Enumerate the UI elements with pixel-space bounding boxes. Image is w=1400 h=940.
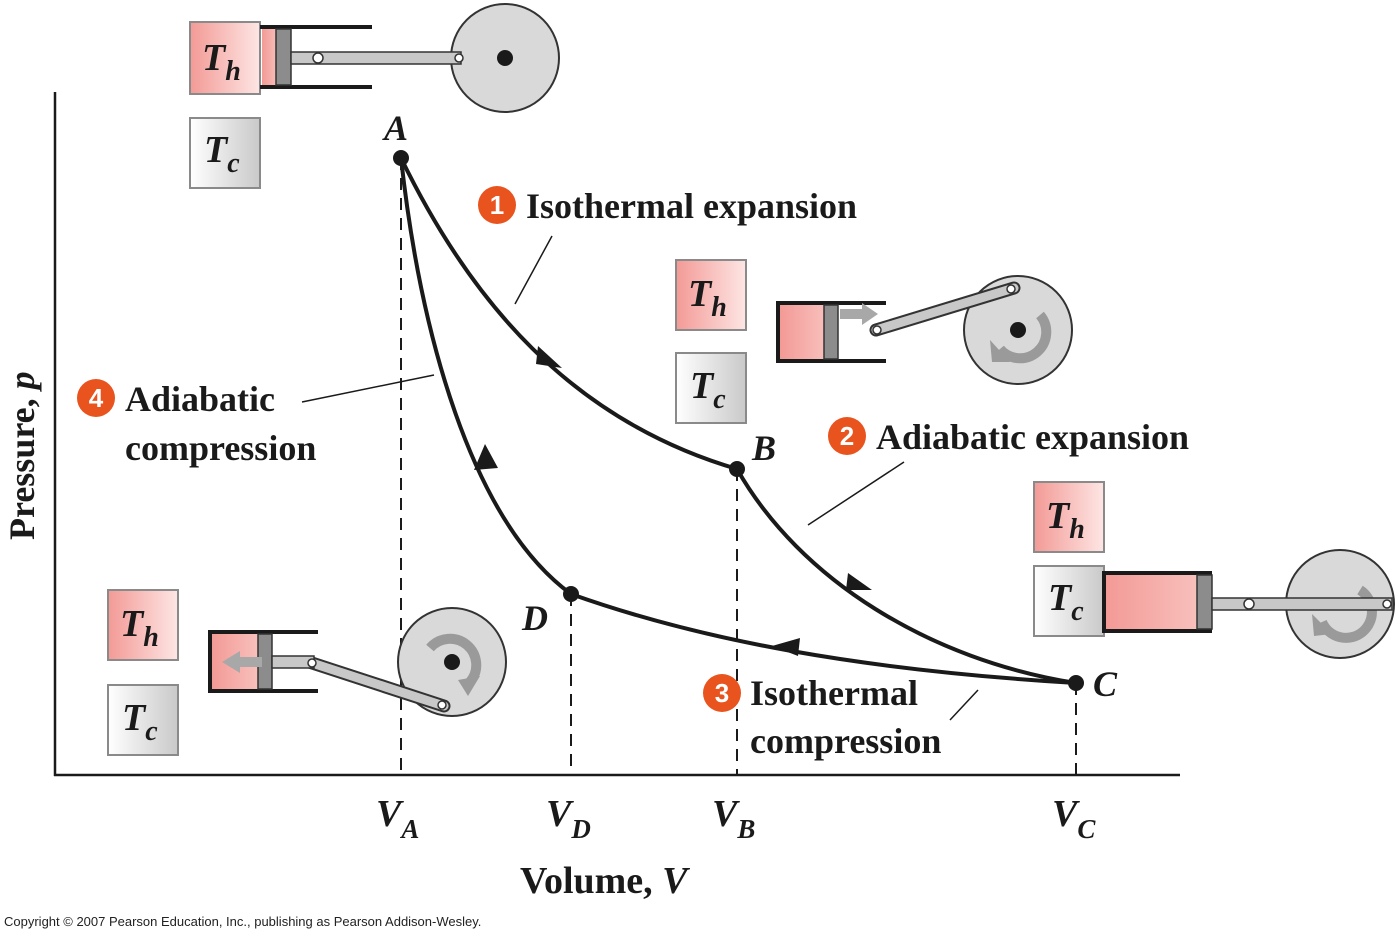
point-a-label: A — [382, 108, 408, 148]
step-4-label: 4 Adiabatic compression — [77, 374, 435, 468]
piston-pin-c — [1243, 598, 1255, 610]
step-2-number: 2 — [840, 421, 854, 451]
crank-pin-b — [1006, 284, 1016, 294]
connecting-rod-d-fill — [307, 658, 449, 711]
step-3-badge — [703, 674, 741, 712]
piston-b — [823, 304, 839, 360]
hot-reservoir-b-label: Th — [688, 273, 727, 323]
point-b — [729, 461, 745, 477]
connecting-rod-b-fill — [871, 283, 1019, 335]
tick-label-vc: VC — [1052, 793, 1096, 844]
engine-inset-d: Th Tc — [107, 589, 507, 756]
hot-reservoir-c-label: Th — [1046, 495, 1085, 545]
curve-d-to-a — [399, 157, 573, 596]
step-4-leader — [301, 374, 435, 403]
step-2-label: 2 Adiabatic expansion — [807, 417, 1189, 526]
step-3-text-line1: Isothermal — [750, 673, 918, 713]
piston-pin-b — [872, 325, 882, 335]
crank-pin-c — [1382, 599, 1392, 609]
hot-reservoir-b — [675, 259, 747, 331]
step-3-label: 3 Isothermal compression — [703, 673, 979, 761]
piston-c — [1196, 574, 1213, 630]
tick-label-vb: VB — [712, 793, 755, 844]
piston-pin-d — [307, 658, 317, 668]
y-axis-title: Pressure, p — [2, 371, 42, 540]
flywheel-hub-b — [1010, 322, 1026, 338]
crank-pin-a — [454, 53, 464, 63]
gas-b — [780, 305, 826, 359]
step-3-number: 3 — [715, 678, 729, 708]
x-axis-title: Volume, V — [520, 860, 690, 902]
arrow-d-to-a — [474, 444, 498, 470]
rotation-arrowhead-d — [458, 676, 480, 696]
tick-label-vd: VD — [546, 793, 591, 844]
curve-c-to-d — [570, 592, 1077, 685]
step-1-badge — [478, 186, 516, 224]
point-d — [563, 586, 579, 602]
arrow-a-to-b — [536, 346, 562, 368]
step-1-text: Isothermal expansion — [526, 186, 857, 226]
step-4-badge — [77, 379, 115, 417]
hot-reservoir-a-label: Th — [202, 37, 241, 87]
step-1-label: 1 Isothermal expansion — [478, 186, 857, 305]
step-1-leader — [514, 235, 553, 305]
rotation-arrow-icon-d — [426, 633, 482, 686]
point-d-label: D — [521, 598, 548, 638]
piston-pin-a — [312, 52, 324, 64]
step-3-text-line2: compression — [750, 721, 941, 761]
curve-b-to-c — [735, 468, 1077, 685]
point-b-label: B — [751, 428, 776, 468]
flywheel-hub-d — [444, 654, 460, 670]
step-2-leader — [807, 461, 905, 526]
gas-a — [262, 28, 278, 86]
step-1-number: 1 — [490, 190, 504, 220]
cold-reservoir-c-label: Tc — [1048, 577, 1084, 627]
step-4-text-line2: compression — [125, 428, 316, 468]
piston-a — [275, 28, 292, 86]
gas-c — [1106, 575, 1198, 629]
point-c-label: C — [1093, 664, 1118, 704]
crank-pin-d — [437, 700, 447, 710]
rotation-arrowhead-c — [1312, 614, 1332, 636]
cold-reservoir-c — [1033, 565, 1105, 637]
hot-reservoir-d-label: Th — [120, 603, 159, 653]
engine-inset-c: Th Tc — [1033, 481, 1395, 659]
step-4-number: 4 — [89, 383, 104, 413]
piston-rod-c — [1211, 597, 1393, 611]
hot-reservoir-a — [189, 21, 261, 95]
rotation-arrow-icon-b — [996, 311, 1052, 364]
cold-reservoir-b-label: Tc — [690, 365, 726, 415]
point-a — [393, 150, 409, 166]
step-2-badge — [828, 417, 866, 455]
rotation-arrowhead-b — [990, 340, 1010, 362]
cold-reservoir-d-label: Tc — [122, 697, 158, 747]
curve-a-to-b — [399, 157, 738, 471]
expansion-arrow-icon — [840, 303, 878, 325]
step-4-text-line1: Adiabatic — [125, 379, 275, 419]
arrow-c-to-d — [772, 638, 800, 656]
compression-arrow-icon — [222, 651, 262, 673]
engine-inset-b: Th Tc — [675, 259, 1073, 424]
cold-reservoir-b — [675, 352, 747, 424]
arrow-b-to-c — [846, 573, 872, 590]
flywheel-hub-a — [497, 50, 513, 66]
cold-reservoir-a — [189, 117, 261, 189]
tick-label-va: VA — [376, 793, 419, 844]
copyright-notice: Copyright © 2007 Pearson Education, Inc.… — [4, 914, 482, 929]
cold-reservoir-d — [107, 684, 179, 756]
hot-reservoir-d — [107, 589, 179, 661]
hot-reservoir-c — [1033, 481, 1105, 553]
engine-inset-a: Th Tc — [189, 3, 560, 189]
step-3-leader — [949, 689, 979, 721]
step-2-text: Adiabatic expansion — [876, 417, 1189, 457]
cold-reservoir-a-label: Tc — [204, 129, 240, 179]
point-c — [1068, 675, 1084, 691]
